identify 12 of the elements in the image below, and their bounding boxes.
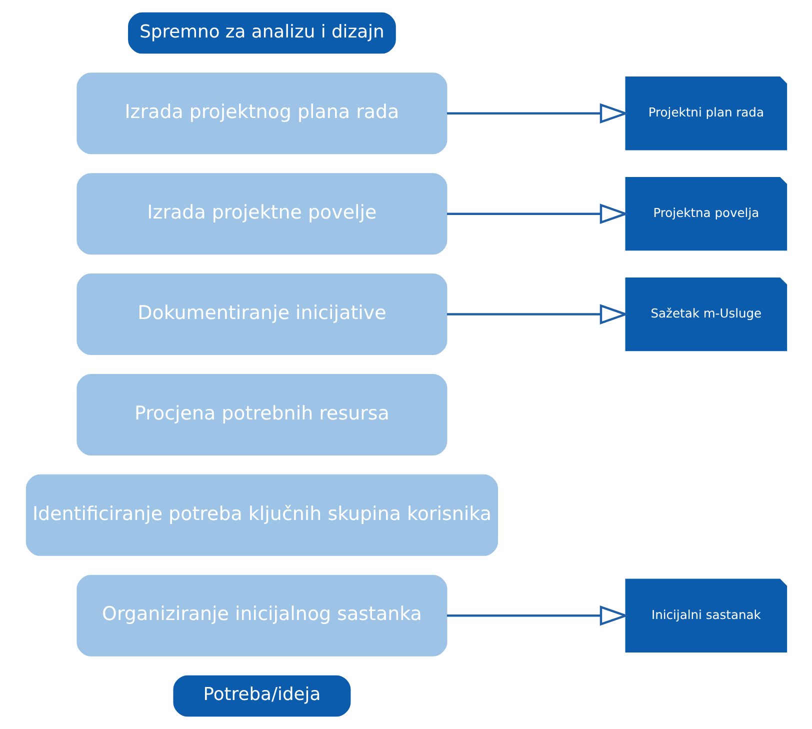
node-box: Izrada projektne povelje	[76, 173, 447, 255]
arrow	[446, 103, 628, 124]
node-box: Potreba/ideja	[172, 675, 350, 717]
node-box: Identificiranje potreba ključnih skupina korisnika	[25, 474, 498, 556]
node-box: Izrada projektnog plana rada	[76, 72, 447, 154]
node-box: Spremno za analizu i dizajn	[128, 12, 396, 54]
arrow	[446, 605, 628, 626]
arrow	[446, 304, 628, 324]
node-box: Dokumentiranje inicijative	[76, 274, 447, 356]
arrow	[446, 204, 628, 224]
node-box: Organiziranje inicijalnog sastanka	[76, 574, 447, 656]
node-box: Procjena potrebnih resursa	[76, 374, 447, 456]
